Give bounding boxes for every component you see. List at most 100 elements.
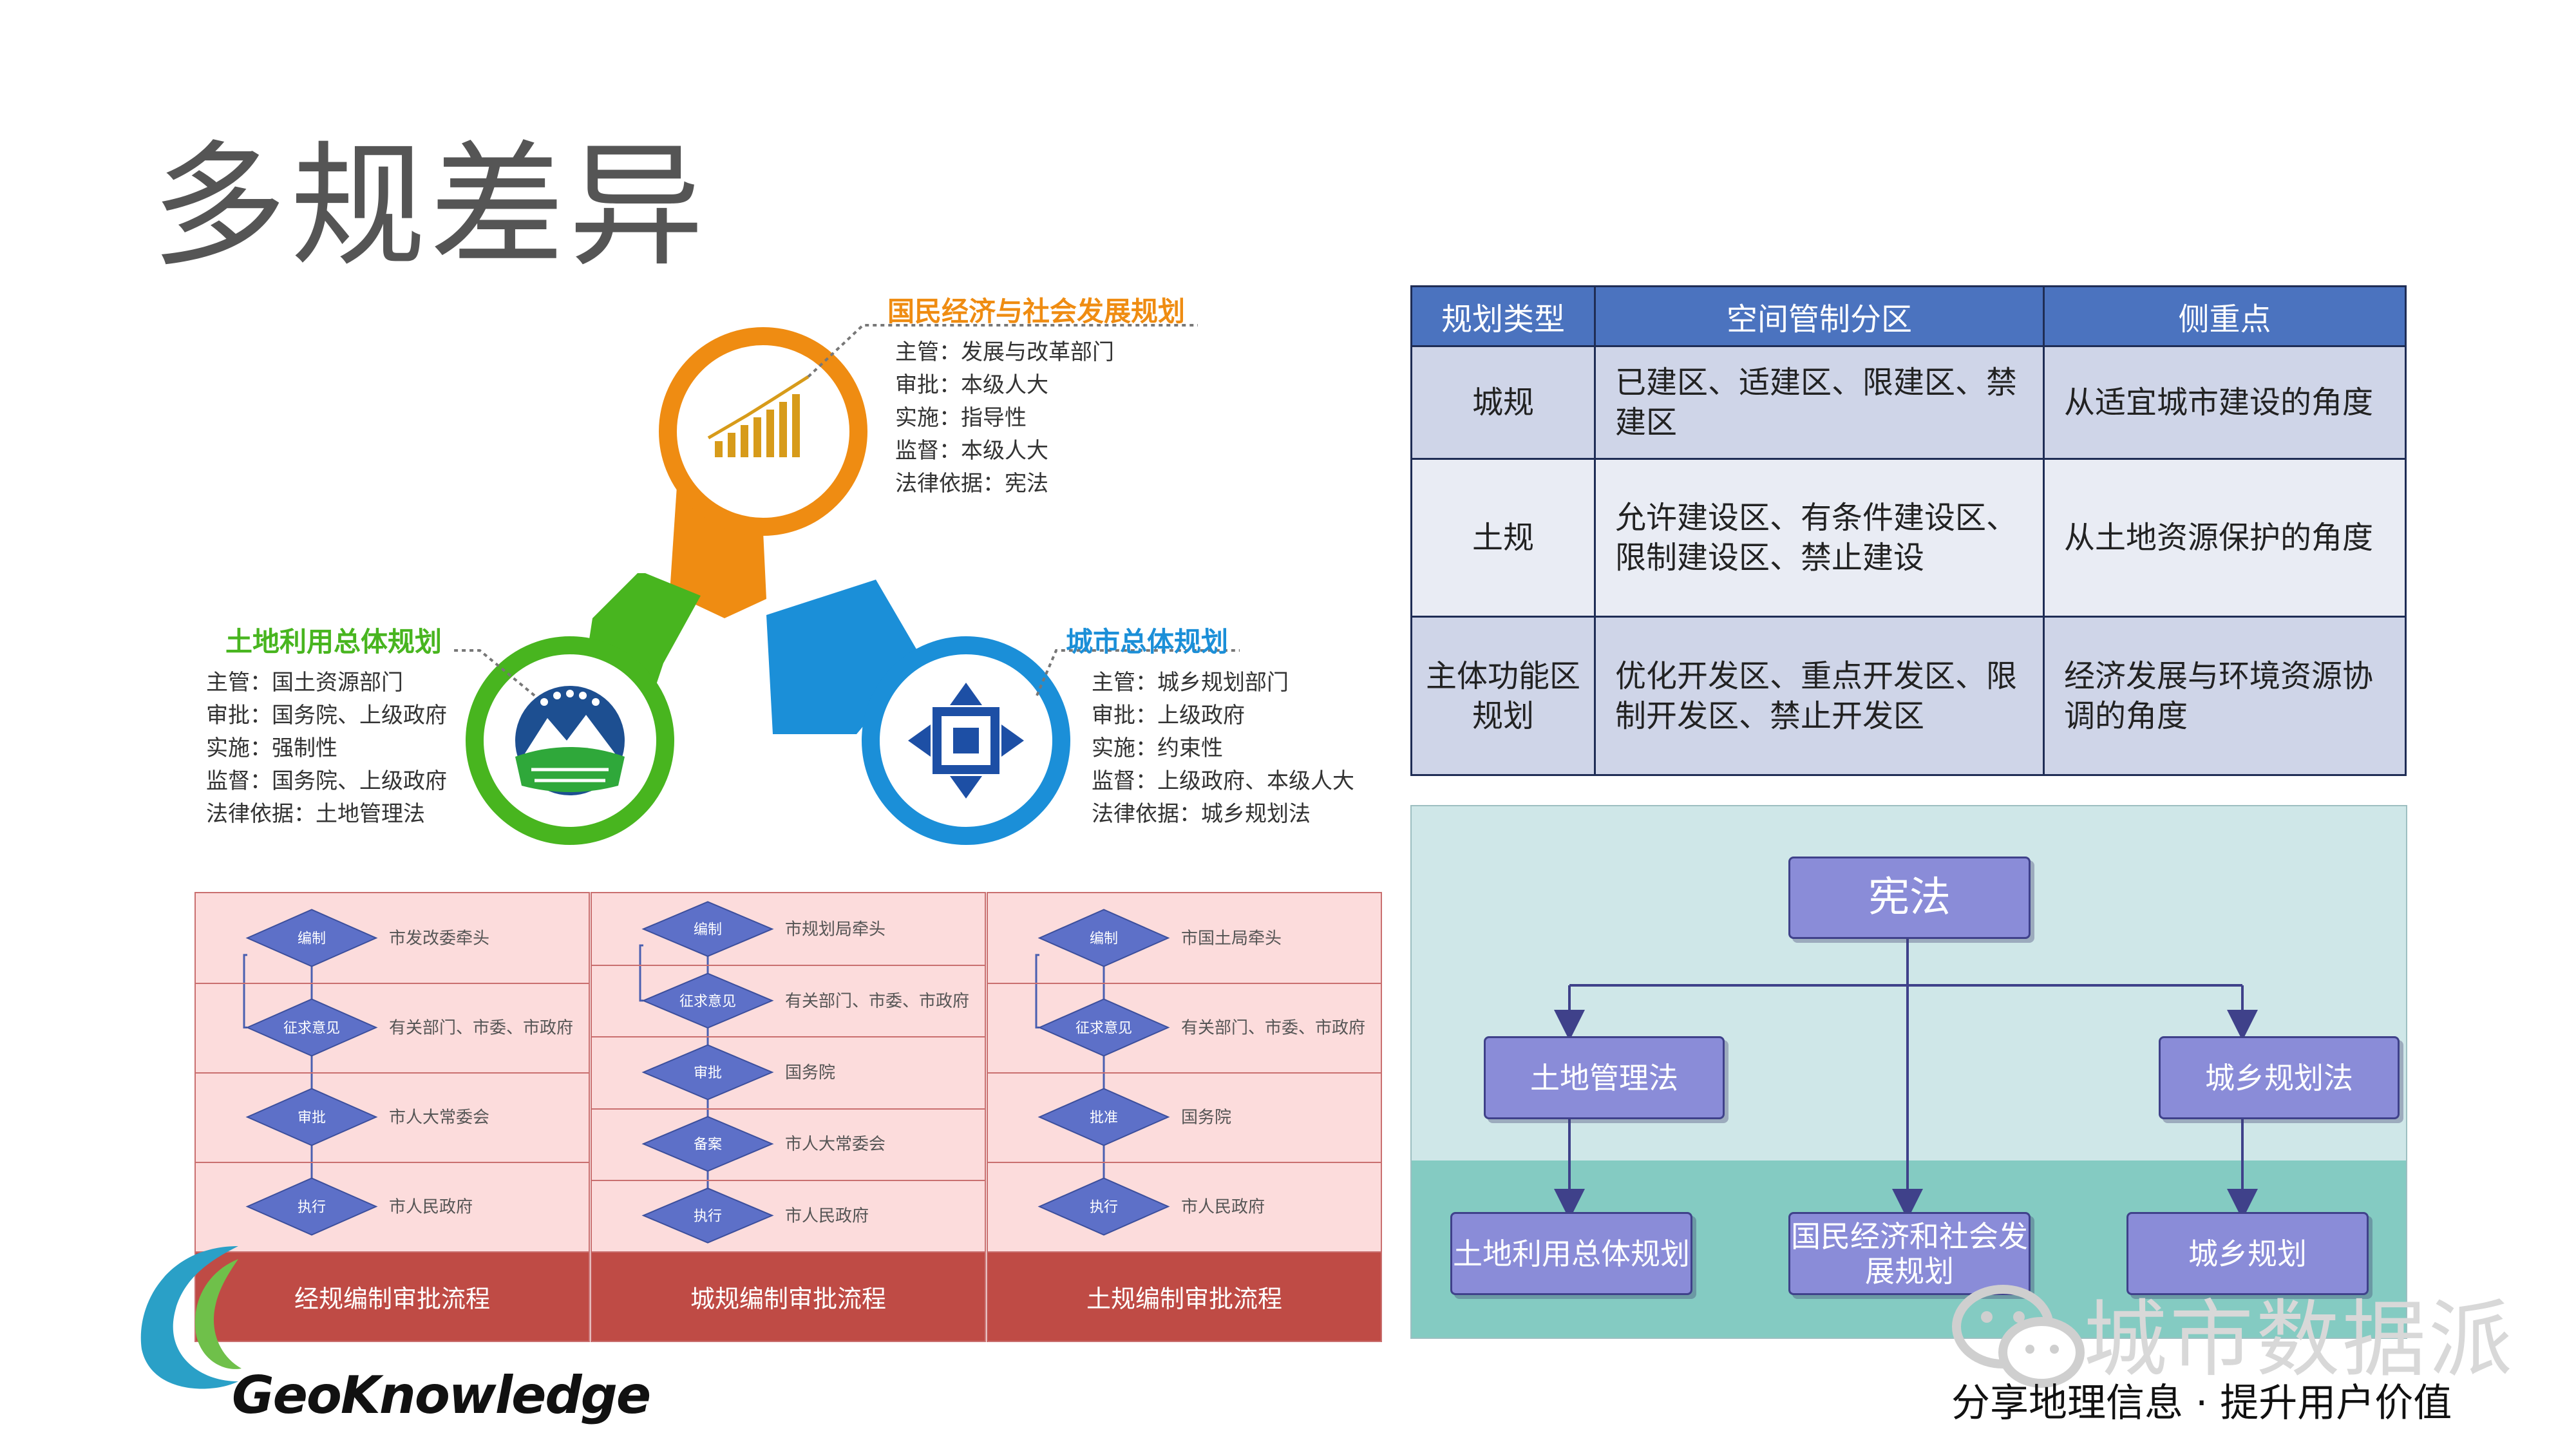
- flow-step-label: 审批: [298, 1110, 326, 1126]
- table-header: 规划类型: [1410, 285, 1596, 347]
- row-separator: [196, 983, 589, 984]
- flow-step-actor: 国务院: [785, 1063, 835, 1083]
- growth-chart-icon: [707, 375, 810, 457]
- brand-slogan: 分享地理信息 · 提升用户价值: [1951, 1381, 2452, 1426]
- flow-panel-economic: 编制市发改委牵头征求意见有关部门、市委、市政府审批市人大常委会执行市人民政府 经…: [194, 892, 590, 1342]
- table-cell: 经济发展与环境资源协调的角度: [2043, 616, 2407, 776]
- flow-diagram: 编制市国土局牵头征求意见有关部门、市委、市政府批准国务院执行市人民政府: [1035, 909, 1365, 1236]
- row-separator: [988, 1251, 1381, 1253]
- flow-step-diamond: [245, 909, 378, 967]
- flow-step-diamond: [641, 1044, 774, 1101]
- flow-step-label: 执行: [1090, 1200, 1118, 1216]
- table-cell: 已建区、适建区、限建区、禁建区: [1594, 345, 2045, 460]
- table-header: 侧重点: [2043, 285, 2407, 347]
- feedback-arrow: [639, 944, 643, 1002]
- row-separator: [988, 1162, 1381, 1163]
- law-node-urban-law: 城乡规划法: [2159, 1036, 2400, 1119]
- flow-step-actor: 有关部门、市委、市政府: [389, 1019, 573, 1038]
- row-separator: [592, 1251, 985, 1253]
- info-line: 主管：城乡规划部门: [1092, 670, 1289, 696]
- wheel-left-info: 主管：国土资源部门 审批：国务院、上级政府 实施：强制性 监督：国务院、上级政府…: [206, 667, 447, 831]
- info-line: 主管：国土资源部门: [206, 670, 403, 696]
- geoknowledge-logo-icon: [140, 1246, 242, 1389]
- info-line: 监督：本级人大: [895, 438, 1048, 464]
- flow-step-label: 征求意见: [679, 994, 736, 1010]
- table-cell: 优化开发区、重点开发区、限制开发区、禁止开发区: [1594, 616, 2045, 776]
- flow-step-diamond: [245, 998, 378, 1057]
- flow-step-label: 征求意见: [1075, 1021, 1132, 1037]
- table-cell: 主体功能区规划: [1410, 616, 1596, 776]
- flow-step-diamond: [245, 1177, 378, 1236]
- flow-step-label: 备案: [694, 1137, 722, 1153]
- flow-step-actor: 国务院: [1181, 1108, 1231, 1128]
- wheel-top-info: 主管：发展与改革部门 审批：本级人大 实施：指导性 监督：本级人大 法律依据：宪…: [895, 336, 1114, 500]
- info-line: 法律依据：土地管理法: [206, 801, 425, 827]
- flow-title: 经规编制审批流程: [196, 1253, 589, 1341]
- law-node-constitution: 宪法: [1788, 857, 2031, 939]
- flow-step-actor: 市规划局牵头: [785, 920, 886, 940]
- flow-step-actor: 市人民政府: [389, 1198, 473, 1217]
- wheel-left-title: 土地利用总体规划: [225, 626, 442, 658]
- flow-step-actor: 市人民政府: [785, 1206, 869, 1226]
- row-separator: [592, 1179, 985, 1181]
- feedback-arrow: [243, 954, 247, 1028]
- info-line: 实施：指导性: [895, 405, 1027, 431]
- table-header-row: 规划类型 空间管制分区 侧重点: [1410, 285, 2407, 347]
- flow-step-diamond: [1037, 998, 1170, 1057]
- flow-step-label: 批准: [1090, 1110, 1118, 1126]
- flow-step-diamond: [1037, 1177, 1170, 1236]
- info-line: 审批：国务院、上级政府: [206, 703, 447, 728]
- flow-step-actor: 市人大常委会: [785, 1135, 886, 1154]
- info-line: 审批：本级人大: [895, 372, 1048, 398]
- row-separator: [988, 1072, 1381, 1074]
- flow-step-actor: 市发改委牵头: [389, 929, 489, 949]
- geoknowledge-logo-text: GeoKnowledge: [232, 1365, 651, 1425]
- wheel-right-info: 主管：城乡规划部门 审批：上级政府 实施：约束性 监督：上级政府、本级人大 法律…: [1092, 667, 1354, 831]
- info-line: 审批：上级政府: [1092, 703, 1245, 728]
- flow-step-actor: 市国土局牵头: [1181, 929, 1282, 949]
- flow-step-label: 编制: [298, 931, 326, 947]
- plan-node-urban-rural: 城乡规划: [2126, 1212, 2369, 1295]
- row-separator: [592, 1108, 985, 1110]
- plan-node-land-use: 土地利用总体规划: [1450, 1212, 1692, 1295]
- flow-step-label: 编制: [694, 922, 722, 938]
- flow-step-diamond: [245, 1088, 378, 1146]
- planning-wheel: [451, 324, 1240, 845]
- land-emblem-icon: [515, 686, 625, 795]
- city-plan-icon: [908, 683, 1024, 799]
- flow-step-actor: 有关部门、市委、市政府: [785, 992, 969, 1011]
- table-cell: 土规: [1410, 458, 1596, 618]
- flow-step-label: 执行: [694, 1208, 722, 1224]
- flow-step-diamond: [1037, 909, 1170, 967]
- law-connectors: [1554, 935, 2258, 1220]
- table-header: 空间管制分区: [1594, 285, 2045, 347]
- law-node-land-law: 土地管理法: [1484, 1036, 1725, 1119]
- row-separator: [592, 965, 985, 967]
- info-line: 法律依据：城乡规划法: [1092, 801, 1311, 827]
- flow-step-actor: 有关部门、市委、市政府: [1181, 1019, 1365, 1038]
- plan-node-economic: 国民经济和社会发展规划: [1788, 1212, 2031, 1295]
- wechat-icon: [1952, 1285, 2085, 1388]
- table-cell: 允许建设区、有条件建设区、限制建设区、禁止建设: [1594, 458, 2045, 618]
- table-cell: 从适宜城市建设的角度: [2043, 345, 2407, 460]
- flow-step-actor: 市人大常委会: [389, 1108, 489, 1128]
- wheel-top-title: 国民经济与社会发展规划: [887, 296, 1186, 327]
- law-hierarchy-diagram: 宪法 土地管理法 城乡规划法 土地利用总体规划 国民经济和社会发展规划 城乡规划: [1410, 805, 2407, 1339]
- info-line: 监督：国务院、上级政府: [206, 768, 447, 794]
- flow-step-label: 审批: [694, 1065, 722, 1081]
- orange-ring: [659, 327, 867, 536]
- table-row: 主体功能区规划 优化开发区、重点开发区、限制开发区、禁止开发区 经济发展与环境资…: [1410, 616, 2407, 776]
- info-line: 实施：强制性: [206, 735, 337, 761]
- flow-step-label: 征求意见: [283, 1021, 340, 1037]
- flow-title: 土规编制审批流程: [988, 1253, 1381, 1341]
- page-title: 多规差异: [151, 128, 708, 285]
- flow-diagram: 编制市发改委牵头征求意见有关部门、市委、市政府审批市人大常委会执行市人民政府: [243, 909, 573, 1236]
- zoning-comparison-table: 规划类型 空间管制分区 侧重点 城规 已建区、适建区、限建区、禁建区 从适宜城市…: [1410, 285, 2407, 776]
- flow-step-diamond: [641, 1115, 774, 1172]
- flow-step-diamond: [1037, 1088, 1170, 1146]
- flow-step-label: 编制: [1090, 931, 1118, 947]
- flow-step-diamond: [641, 972, 774, 1029]
- flow-panel-land: 编制市国土局牵头征求意见有关部门、市委、市政府批准国务院执行市人民政府 土规编制…: [987, 892, 1382, 1342]
- table-row: 土规 允许建设区、有条件建设区、限制建设区、禁止建设 从土地资源保护的角度: [1410, 458, 2407, 618]
